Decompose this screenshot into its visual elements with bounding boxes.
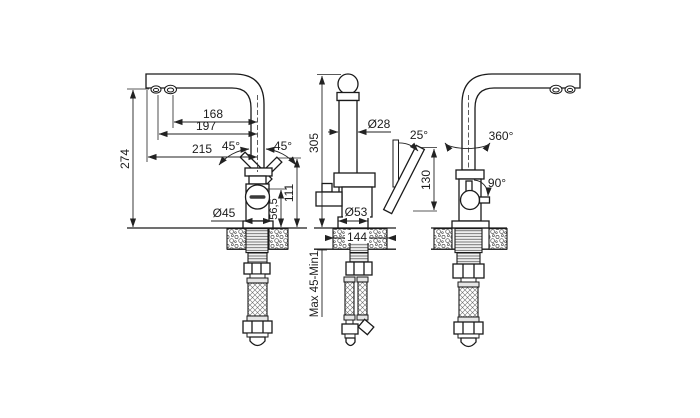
label-backing	[345, 230, 369, 243]
spout-cap	[337, 73, 359, 95]
dim-swivel-range: 360°	[489, 129, 514, 143]
dim-body-top-height: 56,5	[268, 198, 280, 219]
dim-mounting-thickness: Max 45-Min1	[309, 251, 321, 317]
dim-body-diameter: Ø45	[213, 206, 236, 220]
base-flange	[451, 220, 490, 229]
dim-handle-swing-left: 45°	[222, 139, 240, 153]
side-view-dimensions: 360° 90°	[444, 129, 514, 197]
aerator-detail	[566, 87, 574, 93]
dim-overall-height: 274	[118, 149, 132, 169]
dim-handle-angle: 25°	[410, 128, 428, 142]
countertop-hatch	[268, 228, 289, 250]
dim-base-length: 144	[347, 230, 367, 244]
dim-base-diameter: Ø53	[345, 205, 368, 219]
left-view-dimensions: 274 168 197 215 45° 45° Ø45 56,5 111	[118, 88, 301, 228]
front-view-dimensions: 305 Ø28 25° 130 Ø53 144 Max 45-Min1	[307, 74, 438, 317]
dim-reach-middle: 197	[196, 119, 216, 133]
countertop-hatch	[433, 228, 453, 250]
aerator-detail	[552, 87, 560, 93]
neck	[248, 175, 267, 185]
dim-handle-height: 111	[282, 184, 296, 203]
spout-nozzle-band	[336, 91, 360, 102]
dim-handle-length: 130	[419, 170, 433, 190]
side-outlet-stub	[478, 196, 491, 204]
countertop-hatch	[226, 228, 247, 250]
base-flange	[242, 220, 274, 229]
side-view-group: 360° 90°	[431, 73, 581, 348]
body-band	[455, 169, 485, 180]
front-view-group: 305 Ø28 25° 130 Ø53 144 Max 45-Min1	[307, 73, 438, 347]
dim-spout-height: 305	[307, 133, 321, 153]
body-collar	[333, 172, 376, 188]
brand-mark	[249, 195, 266, 199]
dim-spout-diameter: Ø28	[368, 117, 391, 131]
label-backing	[343, 206, 370, 218]
countertop-hatch	[367, 228, 388, 250]
aerator-detail	[166, 87, 175, 93]
dim-reach-inner: 168	[203, 107, 223, 121]
dim-handle-swing-right: 45°	[274, 139, 292, 153]
spout-collar	[244, 167, 273, 177]
left-view-group: 274 168 197 215 45° 45° Ø45 56,5 111	[118, 73, 307, 347]
filter-valve-knob	[321, 182, 333, 193]
filter-valve-body	[315, 191, 343, 207]
mounting-hose	[452, 228, 485, 348]
mounting-hoses	[341, 228, 375, 347]
mounting-hose	[242, 228, 273, 347]
dim-reach-outer: 215	[192, 142, 212, 156]
dim-filter-valve-turn: 90°	[488, 176, 506, 190]
filter-valve-circle	[459, 189, 481, 211]
countertop-hatch	[488, 228, 508, 250]
handle-reference-upright	[392, 139, 399, 188]
aerator-detail	[152, 87, 160, 93]
